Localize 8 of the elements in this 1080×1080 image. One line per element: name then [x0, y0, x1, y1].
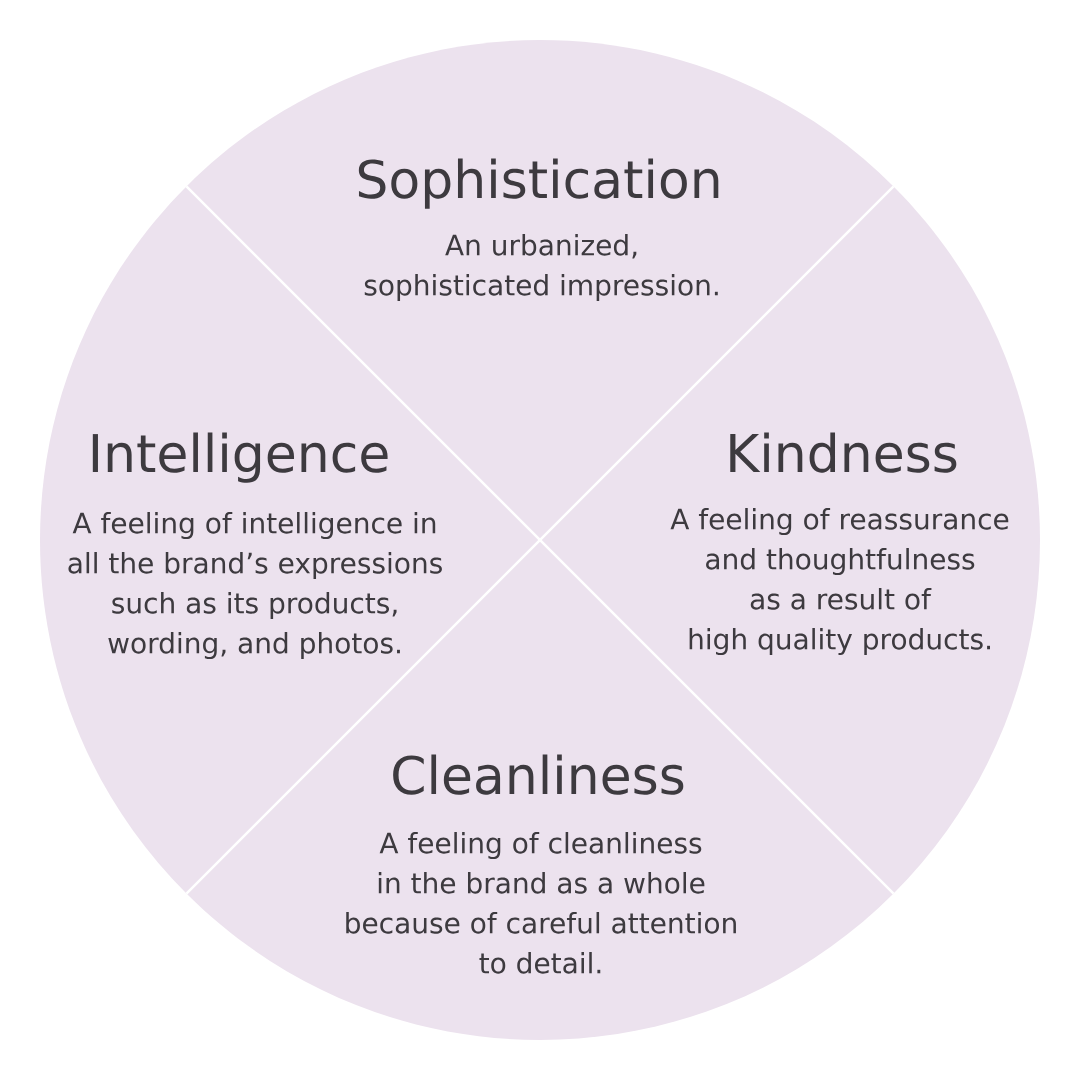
quadrant-description: A feeling of reassurance and thoughtfulness as a result of high quality products.: [670, 508, 1009, 656]
quadrant-title: Sophistication: [358, 158, 719, 209]
quadrant-title: Kindness: [730, 432, 957, 473]
quadrant-description: An urbanized, sophisticated impression.: [364, 234, 718, 302]
quadrant-title: Cleanliness: [393, 754, 684, 795]
quadrant-description: A feeling of intelligence in all the brand’s expressions such as its products, wording, and photos.: [68, 512, 442, 660]
quadrant-description: A feeling of cleanliness in the brand as a whole because of careful attention to detail.: [346, 832, 736, 974]
quadrant-title: Intelligence: [92, 432, 388, 483]
